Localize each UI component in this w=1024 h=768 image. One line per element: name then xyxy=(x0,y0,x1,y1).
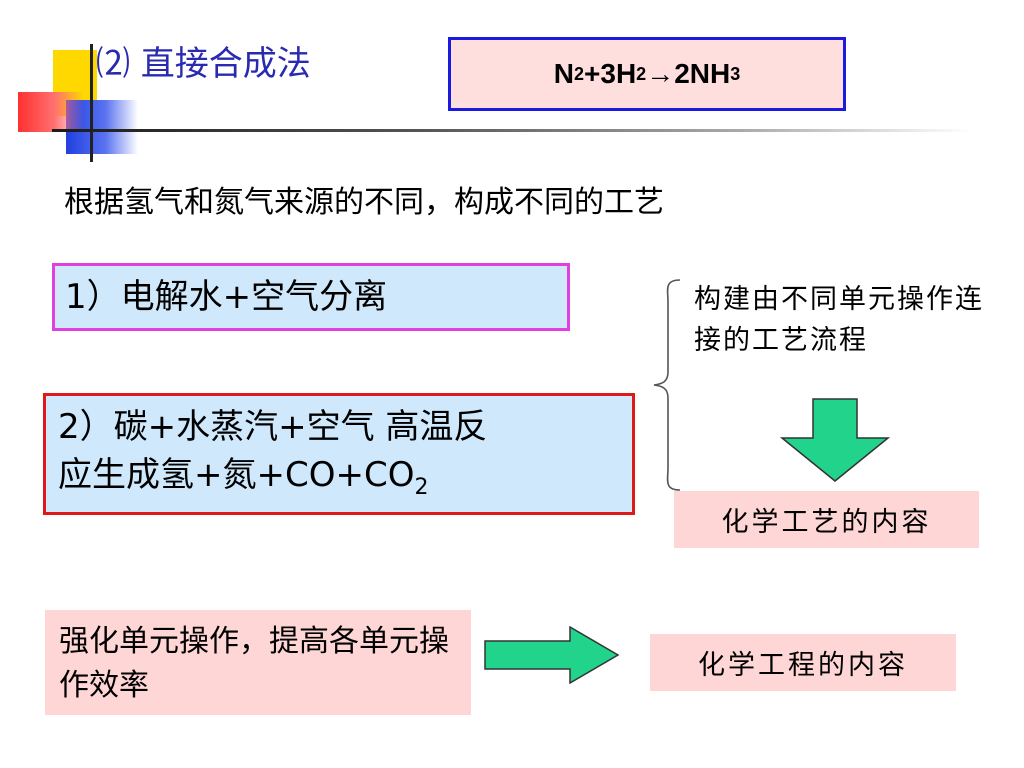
decor-red-square xyxy=(18,92,84,132)
slide-title: ⑵ 直接合成法 xyxy=(96,44,311,84)
curly-brace-icon xyxy=(653,279,681,491)
route-2-line-2-sub: 2 xyxy=(414,474,429,500)
eq-plus-3h: +3H xyxy=(584,58,637,89)
process-flow-note: 构建由不同单元操作连接的工艺流程 xyxy=(694,284,984,356)
eq-n-sub: 2 xyxy=(574,63,585,84)
down-arrow-icon xyxy=(780,398,890,482)
eq-arrow: → xyxy=(646,58,675,89)
eq-product-sub: 3 xyxy=(730,63,741,84)
decor-vertical-line xyxy=(90,44,93,162)
strengthen-unit-ops-box: 强化单元操作，提高各单元操作效率 xyxy=(45,610,471,715)
right-arrow-icon xyxy=(484,626,620,684)
route-2-line-2: 应生成氢+氮+CO+CO2 xyxy=(58,452,620,504)
route-2-line-2-text: 应生成氢+氮+CO+CO xyxy=(58,454,415,495)
eq-n: N xyxy=(553,58,574,89)
route-1-box: 1）电解水+空气分离 xyxy=(52,263,570,331)
eq-h-sub: 2 xyxy=(636,63,647,84)
eq-product: 2NH xyxy=(674,58,731,89)
chem-tech-label: 化学工艺的内容 xyxy=(674,491,979,548)
chem-eng-label: 化学工程的内容 xyxy=(650,634,956,691)
intro-text: 根据氢气和氮气来源的不同，构成不同的工艺 xyxy=(64,185,664,220)
route-2-box: 2）碳+水蒸汽+空气 高温反 应生成氢+氮+CO+CO2 xyxy=(43,393,635,515)
route-2-line-1: 2）碳+水蒸汽+空气 高温反 xyxy=(58,407,488,447)
title-underline xyxy=(52,129,972,132)
